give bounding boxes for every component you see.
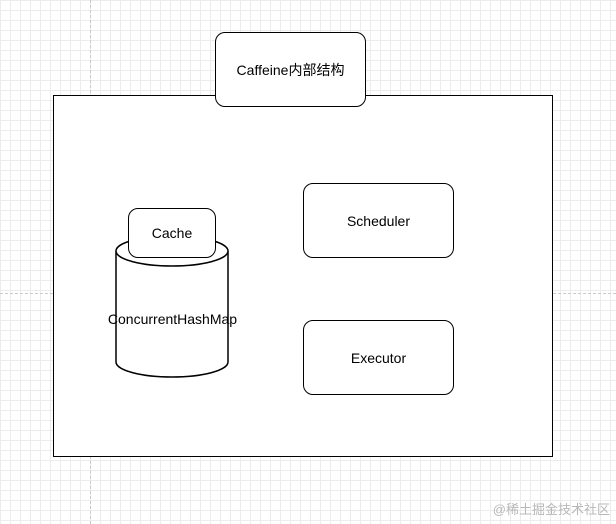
concurrent-hashmap-label: ConcurrentHashMap (107, 311, 238, 327)
cache-box: Cache (128, 208, 216, 258)
executor-label: Executor (350, 349, 407, 366)
scheduler-label: Scheduler (346, 212, 411, 229)
scheduler-box: Scheduler (303, 183, 454, 258)
title-box: Caffeine内部结构 (215, 32, 366, 107)
cache-label: Cache (151, 225, 193, 241)
executor-box: Executor (303, 320, 454, 395)
diagram-title: Caffeine内部结构 (236, 61, 345, 78)
watermark: @稀土掘金技术社区 (492, 502, 610, 517)
